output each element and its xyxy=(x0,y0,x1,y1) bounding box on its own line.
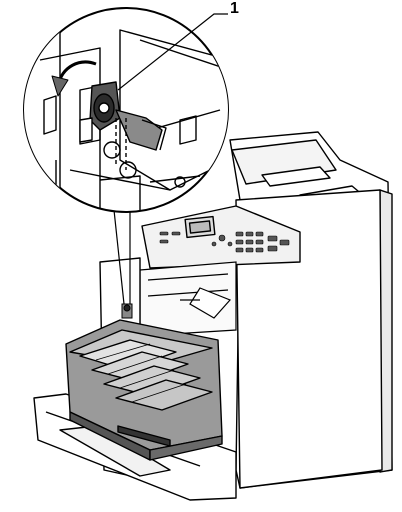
callout-leader xyxy=(113,209,131,305)
printer-body xyxy=(141,131,393,489)
control-panel-buttons xyxy=(159,231,290,253)
lock-lever xyxy=(121,303,133,319)
callout-number: 1 xyxy=(230,0,239,17)
zoom-magnifier xyxy=(23,7,229,213)
printer-cavity xyxy=(139,261,237,337)
callout-line xyxy=(117,13,228,91)
drum-unit xyxy=(65,319,223,461)
